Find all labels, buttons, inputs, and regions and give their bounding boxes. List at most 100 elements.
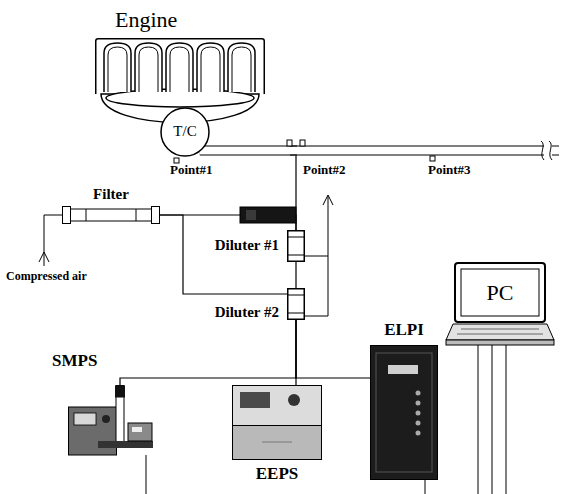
pipe-wall [290,155,544,156]
annotation-label: Point#1 [170,163,213,178]
vent-line [305,196,328,316]
node-text: PC [487,280,514,305]
node-heading: ELPI [384,320,424,340]
cable-line [146,455,147,494]
filter-housing-drawing [62,206,160,224]
connector-line [160,215,287,294]
laptop-keys [457,334,543,335]
node-heading: Filter [93,186,129,203]
connector-path [160,215,287,294]
smps-instrument-drawing [68,385,153,460]
pipe-wall [290,146,544,147]
smps-counter [128,423,152,441]
elpi-cabinet [371,346,438,480]
eeps-seam [262,442,292,443]
filter-flange [63,207,71,224]
vent-line [305,256,328,257]
smps-instrument: SMPS [68,385,153,460]
smps-column-cap [115,386,125,398]
laptop-lid [455,263,545,322]
sampling-port [430,156,435,161]
pipe-wall [552,155,559,156]
flow-arrow [39,252,49,262]
eeps-instrument-drawing [232,385,322,460]
laptop-pc: PC [445,262,555,346]
node-text: T/C [173,123,196,140]
smps-knob [102,415,110,423]
pipe-wall [552,146,559,147]
diluter-body [288,289,305,320]
filter-seam [86,209,87,221]
filter-body [70,209,152,221]
filter-seam [136,209,137,221]
diluter-band [288,313,304,314]
elpi-button [416,431,421,436]
filter-flange [152,207,160,224]
smps-counter-display [132,427,142,432]
diluter-box-drawing [287,288,305,320]
ejector-body [240,207,296,223]
sampling-port [287,140,292,146]
pipe-break [541,141,544,160]
diluter-band [288,237,304,238]
connector-line [120,320,296,385]
engine-cylinder-liner [139,47,158,92]
elpi-instrument-drawing [370,345,438,480]
laptop-lip [446,340,554,345]
eeps-port [288,394,300,406]
connector-path [295,262,296,288]
diluter-band [288,255,304,256]
turbocharger-circle: T/C [160,107,210,157]
engine-cylinder [166,43,193,92]
engine-cylinder [197,43,224,92]
eeps-screen [240,392,270,408]
connector-path [296,320,370,378]
node-heading: Engine [115,7,177,32]
elpi-button [416,401,421,406]
laptop-base [446,324,554,340]
node-heading: Diluter #2 [215,304,279,321]
annotation-label: Point#3 [428,163,471,178]
elpi-button [416,421,421,426]
cable-line [478,344,479,494]
annotation-label: Point#2 [303,163,346,178]
engine-cylinder-liner [232,47,251,92]
diluter-box: Diluter #2 [287,288,305,320]
elpi-button [416,411,421,416]
connector-line [296,320,370,378]
eeps-lower [233,426,322,460]
eeps-instrument: EEPS [232,385,322,460]
turbocharger-outline [161,108,209,156]
diluter-body [288,231,305,262]
smps-panel [74,413,96,425]
diluter-box-drawing [287,230,305,262]
elpi-display [388,365,418,374]
sampling-port [300,140,305,146]
diluter-box: Diluter #1 [287,230,305,262]
elpi-panel [376,353,432,472]
annotation-label: Compressed air [6,270,87,284]
laptop-keys [461,329,539,330]
cable-line [425,478,426,494]
elpi-button [416,391,421,396]
node-heading: Diluter #1 [215,237,279,254]
engine-cylinder-liner [170,47,189,92]
elpi-instrument: ELPI [370,345,438,480]
pipe-break [549,141,552,160]
cable-line [492,344,493,494]
ejector-detail [246,210,256,220]
node-heading: EEPS [256,464,299,484]
engine-cylinder-liner [201,47,220,92]
smps-column [116,386,124,442]
engine-cylinder-liner [108,47,127,92]
filter-housing: Filter [62,206,160,224]
engine-cylinder [228,43,255,92]
smps-stand [98,441,153,448]
laptop-screen [461,269,539,316]
flow-arrow [323,195,333,205]
node-heading: SMPS [52,351,97,371]
engine-cylinder [135,43,162,92]
engine-cylinder [104,43,131,92]
eeps-upper [233,386,322,426]
